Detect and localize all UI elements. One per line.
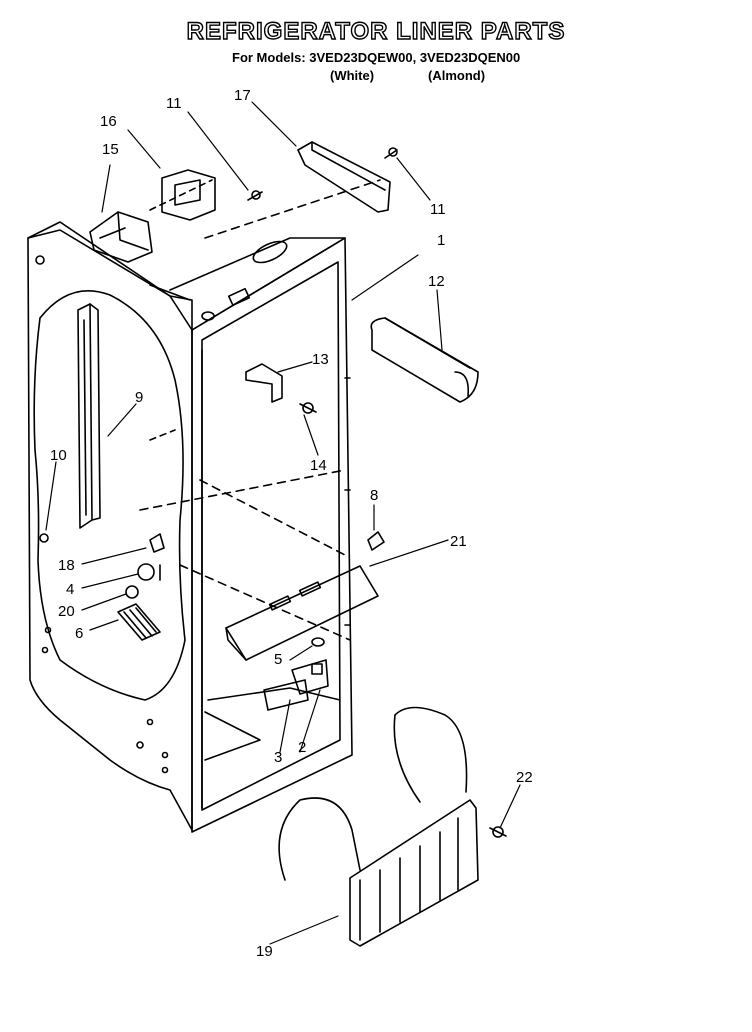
- callout-4: 4: [66, 581, 74, 598]
- part-4-knob: [137, 563, 161, 581]
- part-15-duct: [89, 211, 153, 263]
- part-6-grille: [117, 603, 161, 641]
- part-16-bracket: [149, 169, 216, 221]
- callout-14: 14: [310, 457, 327, 474]
- callout-16: 16: [100, 113, 117, 130]
- callout-22: 22: [516, 769, 533, 786]
- leader-lines: [45, 101, 521, 945]
- part-18-clip: [149, 533, 165, 553]
- callout-10: 10: [50, 447, 67, 464]
- part-5-grommet: [311, 637, 325, 647]
- callout-labels: 1 2 3 4 5 6 8 9 10 11 11 12 13 14 15 16 …: [50, 87, 533, 960]
- callout-18: 18: [58, 557, 75, 574]
- variant-almond: (Almond): [428, 68, 486, 83]
- callout-11-right: 11: [430, 201, 446, 218]
- callout-5: 5: [274, 651, 282, 668]
- part-20-bulb: [125, 585, 139, 599]
- variant-white: (White): [330, 68, 375, 83]
- models-line: For Models: 3VED23DQEW00, 3VED23DQEN00: [232, 50, 521, 65]
- part-17-rail: [297, 141, 391, 213]
- part-12-trough: [370, 317, 479, 403]
- part-8-clip: [367, 531, 385, 551]
- part-21-cover: [225, 565, 379, 661]
- part-2-bracket: [291, 659, 329, 695]
- callout-9: 9: [135, 389, 143, 406]
- part-9-channel: [77, 303, 101, 529]
- callout-12: 12: [428, 273, 445, 290]
- callout-19: 19: [256, 943, 273, 960]
- part-22-screw: [489, 826, 507, 838]
- callout-2: 2: [298, 739, 306, 756]
- liner-cabinet: [27, 179, 381, 833]
- callout-13: 13: [312, 351, 329, 368]
- part-11-screw-left: [247, 190, 263, 201]
- part-14-screw: [299, 402, 317, 414]
- part-19-cover: [278, 706, 479, 947]
- callout-20: 20: [58, 603, 75, 620]
- callout-15: 15: [102, 141, 119, 158]
- callout-17: 17: [234, 87, 251, 104]
- page-title: REFRIGERATOR LINER PARTS: [186, 17, 566, 45]
- part-10-screw: [39, 533, 49, 543]
- callout-1: 1: [437, 232, 445, 249]
- part-3-plate: [263, 679, 309, 711]
- part-13-bracket: [245, 363, 283, 403]
- callout-6: 6: [75, 625, 83, 642]
- part-11-screw-right: [384, 147, 398, 159]
- callout-21: 21: [450, 533, 467, 550]
- callout-11-top: 11: [166, 95, 182, 112]
- callout-3: 3: [274, 749, 282, 766]
- callout-8: 8: [370, 487, 378, 504]
